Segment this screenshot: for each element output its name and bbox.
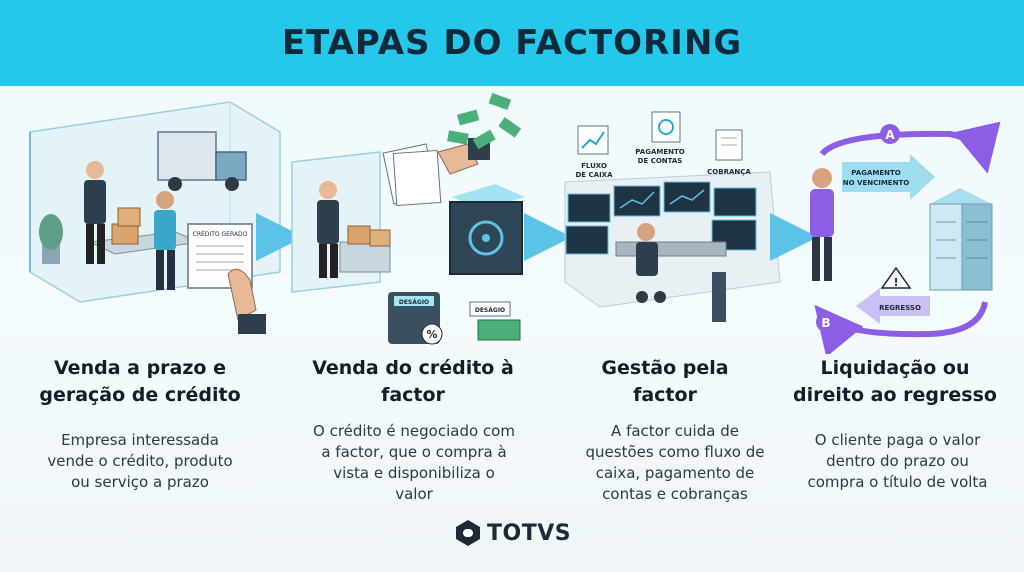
safe-icon: [449, 184, 525, 275]
buyer-person-icon: [154, 191, 176, 290]
step-1-title-line-2: geração de crédito: [39, 384, 241, 406]
collection-document-icon: COBRANÇA: [707, 129, 751, 176]
step-1-desc-line-2: vende o crédito, produto: [47, 452, 233, 470]
truck-icon: [157, 131, 247, 191]
step-4-title-line-1: Liquidação ou: [820, 357, 970, 379]
step-3-title: Gestão pela factor: [560, 355, 770, 409]
step-2-desc-line-2: a factor, que o compra à: [321, 443, 507, 461]
option-a-badge: A: [885, 128, 895, 142]
step-3-description: A factor cuida de questões como fluxo de…: [570, 421, 780, 505]
illustration-strip: CRÉDITO GERADO: [29, 92, 1001, 354]
fluxo-caixa-label-2: DE CAIXA: [575, 171, 613, 179]
cash-flow-chart-icon: FLUXO DE CAIXA: [575, 125, 613, 179]
fluxo-caixa-label-1: FLUXO: [581, 162, 607, 170]
cobranca-label: COBRANÇA: [707, 168, 751, 176]
step-2-desc-line-4: valor: [395, 485, 433, 503]
step-4-title-line-2: direito ao regresso: [793, 384, 997, 406]
step-4-desc-line-3: compra o título de volta: [807, 473, 988, 491]
money-bills-icon: [447, 92, 522, 150]
operator-person-icon: [615, 223, 727, 322]
credito-gerado-label: CRÉDITO GERADO: [193, 230, 248, 238]
building-icon: [929, 188, 993, 291]
step-2-title: Venda do crédito à factor: [288, 355, 538, 409]
scene-factor-management: FLUXO DE CAIXA PAGAMENTO DE CONTAS COBRA…: [564, 111, 781, 322]
step-1-desc-line-3: ou serviço a prazo: [71, 473, 209, 491]
totvs-logo-icon: [456, 520, 480, 546]
option-b-badge: B: [821, 316, 830, 330]
seller-person-icon: [84, 161, 106, 264]
pagamento-vencimento-label-2: NO VENCIMENTO: [843, 179, 909, 187]
step-3-desc-line-3: caixa, pagamento de: [595, 464, 755, 482]
step-3-desc-line-4: contas e cobranças: [602, 485, 748, 503]
title-banner: ETAPAS DO FACTORING: [0, 0, 1024, 86]
pagamento-contas-label-2: DE CONTAS: [638, 157, 683, 165]
totvs-logo-text: TOTVS: [487, 520, 572, 546]
totvs-logo: TOTVS: [455, 517, 571, 549]
documents-hand-icon: [382, 138, 490, 207]
client-person-icon: [810, 168, 834, 281]
step-4-desc-line-2: dentro do prazo ou: [826, 452, 969, 470]
scene-settlement: A PAGAMENTO NO VENCIMENTO REGRESSO: [810, 121, 1001, 354]
calculator-icon: DESÁGIO %: [388, 292, 443, 345]
step-3-desc-line-1: A factor cuida de: [611, 422, 739, 440]
plant-icon: [39, 214, 63, 264]
step-2-title-line-2: factor: [381, 384, 445, 406]
desagio-label-2: DESÁGIO: [475, 307, 505, 314]
desagio-money-icon: DESÁGIO: [469, 301, 521, 341]
step-4-desc-line-1: O cliente paga o valor: [814, 431, 981, 449]
warning-label: !: [893, 276, 898, 289]
step-1-title-line-1: Venda a prazo e: [54, 357, 226, 379]
businessman-icon: [317, 181, 339, 278]
pagamento-contas-label-1: PAGAMENTO: [635, 148, 684, 156]
step-1-desc-line-1: Empresa interessada: [61, 431, 219, 449]
step-1-description: Empresa interessada vende o crédito, pro…: [30, 430, 250, 493]
step-2-title-line-1: Venda do crédito à: [312, 357, 514, 379]
regresso-label: REGRESSO: [879, 304, 921, 312]
step-3-title-line-1: Gestão pela: [601, 357, 729, 379]
step-3-desc-line-2: questões como fluxo de: [585, 443, 765, 461]
credit-document-icon: CRÉDITO GERADO: [187, 223, 266, 334]
step-2-desc-line-3: vista e disponibiliza o: [333, 464, 495, 482]
page-title: ETAPAS DO FACTORING: [281, 23, 743, 63]
step-1-title: Venda a prazo e geração de crédito: [25, 355, 255, 409]
step-2-desc-line-1: O crédito é negociado com: [313, 422, 515, 440]
pagamento-vencimento-label-1: PAGAMENTO: [851, 169, 900, 177]
step-4-description: O cliente paga o valor dentro do prazo o…: [785, 430, 1010, 493]
desagio-label-1: DESÁGIO: [399, 299, 429, 306]
step-2-description: O crédito é negociado com a factor, que …: [292, 421, 536, 505]
step-4-title: Liquidação ou direito ao regresso: [780, 355, 1010, 409]
bill-payment-icon: PAGAMENTO DE CONTAS: [635, 111, 685, 165]
step-3-title-line-2: factor: [633, 384, 697, 406]
scene-credit-sale: DESÁGIO % DESÁGIO: [291, 92, 525, 345]
warning-icon: !: [880, 266, 912, 289]
scene-sale-on-credit: CRÉDITO GERADO: [29, 101, 281, 334]
percent-label: %: [426, 328, 437, 341]
monitors-icon: [565, 181, 757, 255]
